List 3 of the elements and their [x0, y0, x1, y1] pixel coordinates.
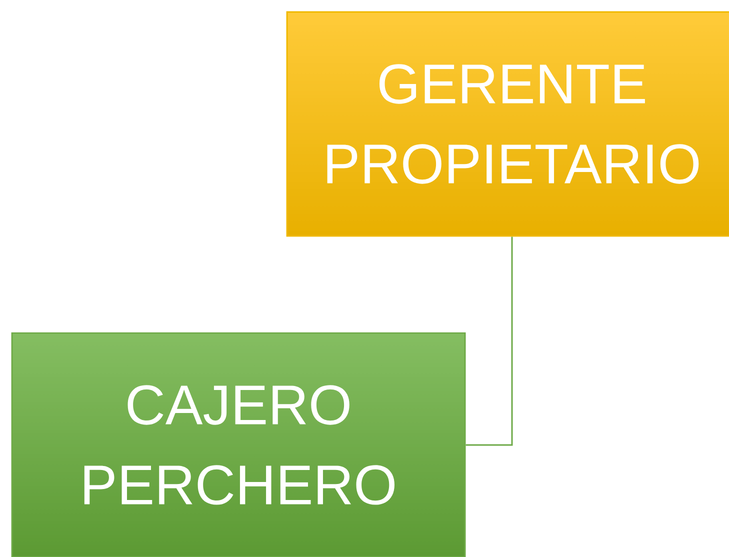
role-box: GERENTE PROPIETARIO — [286, 11, 729, 237]
connector-line — [466, 236, 513, 446]
role-box: CAJERO PERCHERO — [11, 332, 466, 557]
